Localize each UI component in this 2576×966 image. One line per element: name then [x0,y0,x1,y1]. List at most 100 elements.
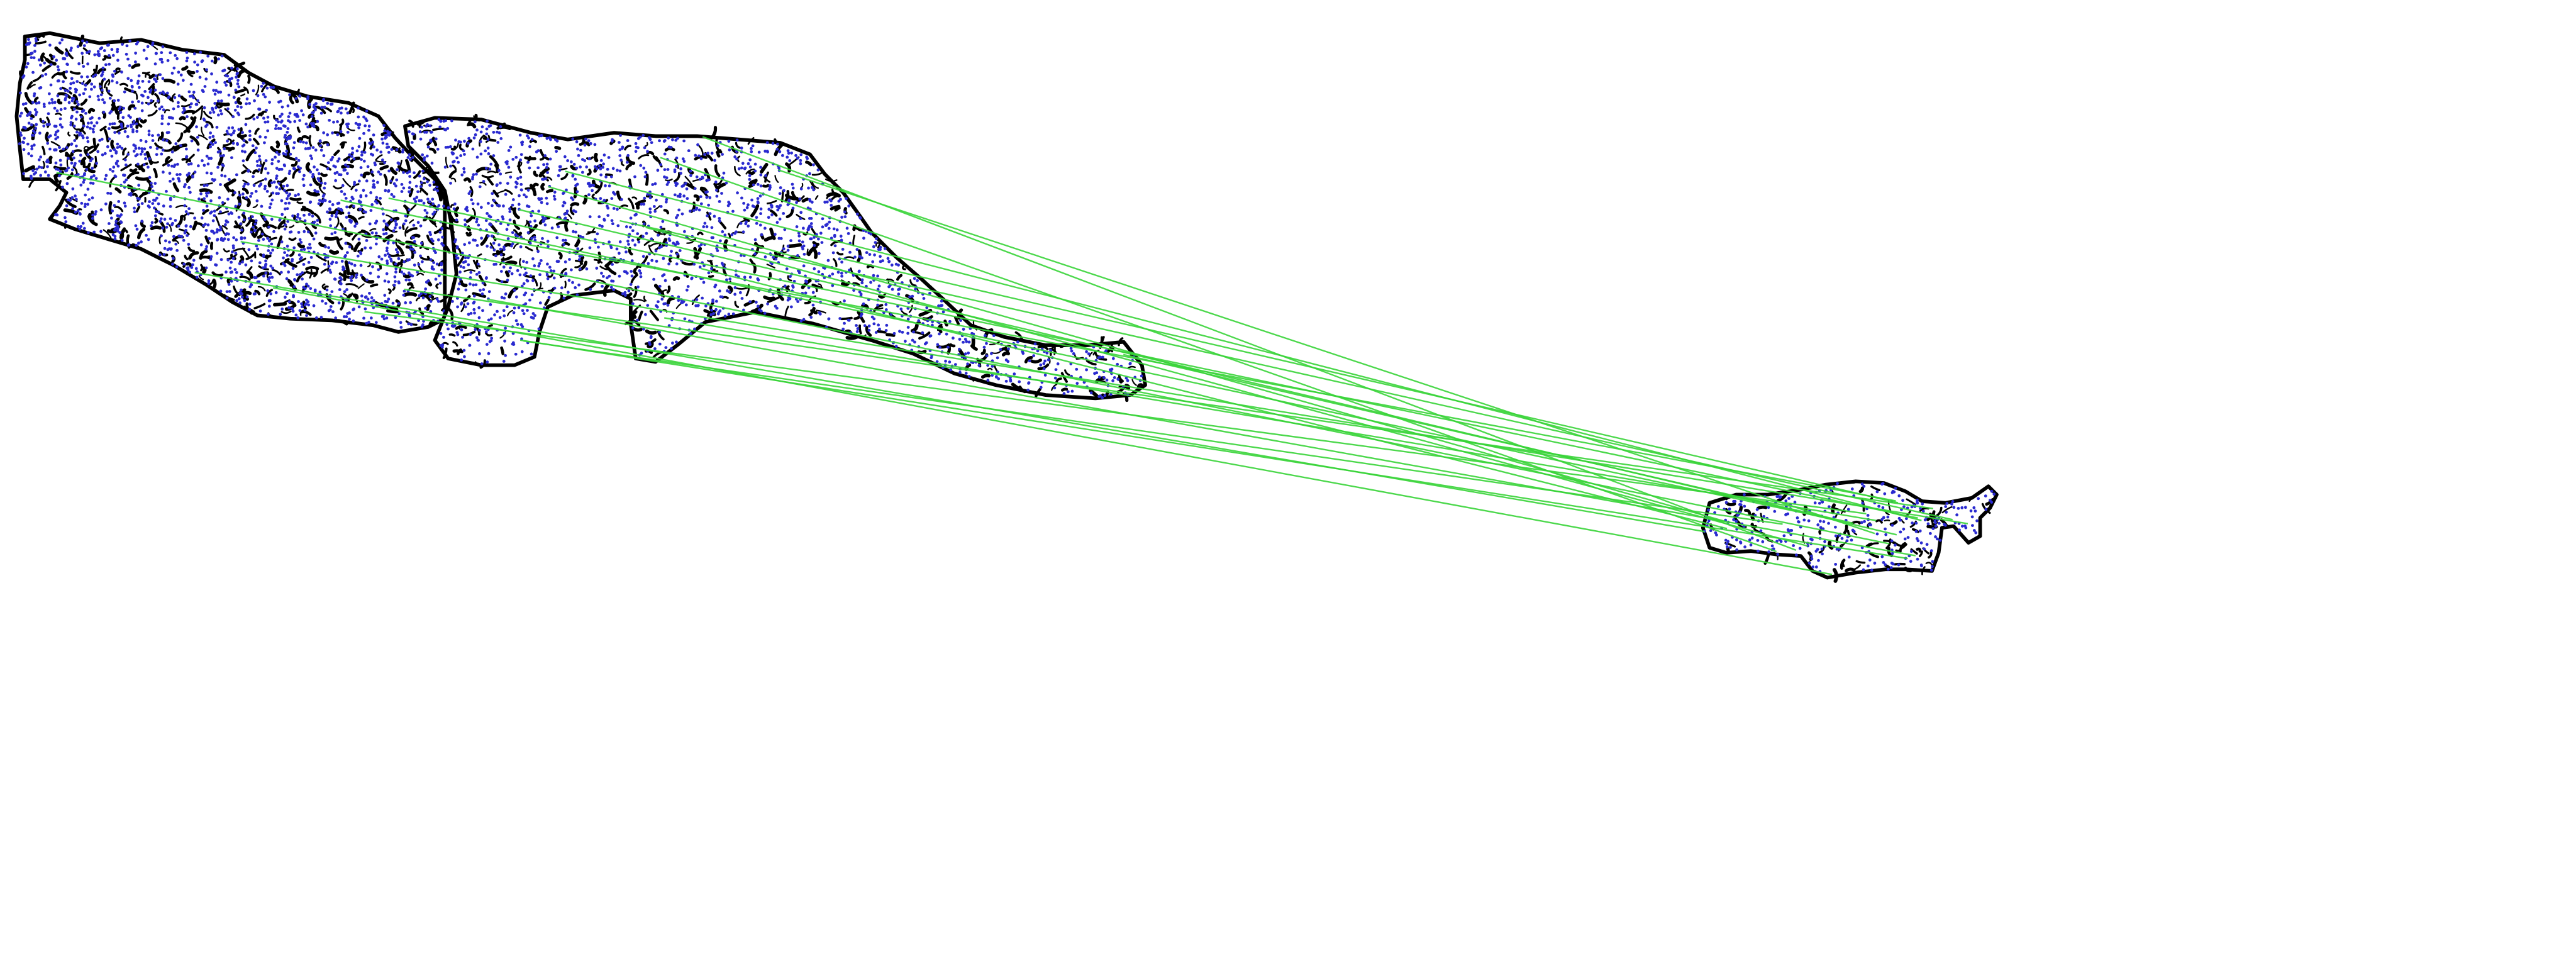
keypoint [269,292,273,296]
keypoint [743,208,747,212]
keypoint [1053,376,1057,380]
keypoint [123,90,126,94]
keypoint [359,194,363,197]
texture-stroke [179,116,186,121]
keypoint [428,294,432,298]
keypoint [116,48,119,51]
keypoint [747,225,750,228]
keypoint [1795,553,1798,557]
keypoint [235,270,238,274]
keypoint [386,242,390,245]
keypoint [307,260,311,264]
texture-stroke [24,92,33,105]
keypoint [299,257,302,261]
keypoint [664,200,668,204]
keypoint [179,73,183,77]
keypoint [251,144,255,148]
keypoint [24,102,28,106]
texture-stroke [135,176,150,181]
keypoint [990,352,993,355]
keypoint [878,327,881,331]
keypoint [113,69,116,73]
keypoint [90,82,94,86]
texture-stroke [218,210,229,215]
keypoint [48,123,52,126]
keypoint [547,245,550,248]
keypoint [174,219,177,222]
keypoint [758,223,762,227]
texture-stroke [833,258,838,267]
keypoint [564,260,567,264]
keypoint [753,238,757,242]
keypoint [392,229,396,233]
keypoint [44,72,48,76]
keypoint [121,43,124,46]
keypoint [713,214,716,218]
keypoint [1915,500,1919,504]
keypoint [537,327,541,331]
keypoint [545,165,548,169]
keypoint [241,260,244,264]
keypoint [1732,518,1735,521]
keypoint [126,77,130,80]
keypoint [345,288,348,291]
keypoint [267,239,271,243]
keypoint [84,87,87,91]
keypoint [228,290,231,293]
texture-stroke [686,238,696,244]
keypoint [689,174,692,177]
keypoint [191,263,194,267]
keypoint [77,103,80,106]
keypoint [386,142,389,146]
keypoint [1775,495,1779,499]
keypoint [113,228,116,232]
texture-stroke [1840,558,1846,570]
keypoint [309,154,313,158]
keypoint [408,170,411,174]
keypoint [331,203,335,206]
keypoint [925,306,929,309]
keypoint [107,89,111,93]
keypoint [1102,376,1106,379]
texture-stroke [246,270,253,279]
texture-stroke [186,262,192,268]
texture-stroke [357,283,365,289]
keypoint [65,94,69,97]
texture-stroke [268,192,273,197]
keypoint [126,135,130,138]
keypoint [170,164,174,168]
keypoint [936,343,940,347]
keypoint [1906,536,1910,539]
texture-stroke [114,67,121,73]
texture-stroke [369,137,374,150]
keypoint [206,223,210,226]
keypoint [1807,519,1811,523]
keypoint [153,182,157,186]
keypoint [855,248,859,252]
keypoint [199,243,203,247]
keypoint [302,184,306,187]
keypoint [82,92,86,96]
keypoint [643,175,647,179]
texture-stroke [265,289,274,297]
keypoint [277,153,281,156]
keypoint [365,278,369,282]
keypoint [1881,482,1885,486]
texture-stroke [26,81,33,90]
texture-stroke [384,128,394,134]
keypoint [29,174,33,178]
texture-stroke [320,172,328,177]
keypoint [89,159,92,163]
keypoint [348,276,352,280]
keypoint [1819,526,1823,530]
keypoint [430,237,433,241]
texture-stroke [299,310,312,316]
keypoint [41,74,44,77]
keypoint [39,64,42,67]
texture-stroke [672,276,680,281]
keypoint [704,304,708,308]
keypoint [355,149,359,153]
keypoint [521,309,525,313]
keypoint [801,226,805,230]
texture-stroke [247,74,251,84]
